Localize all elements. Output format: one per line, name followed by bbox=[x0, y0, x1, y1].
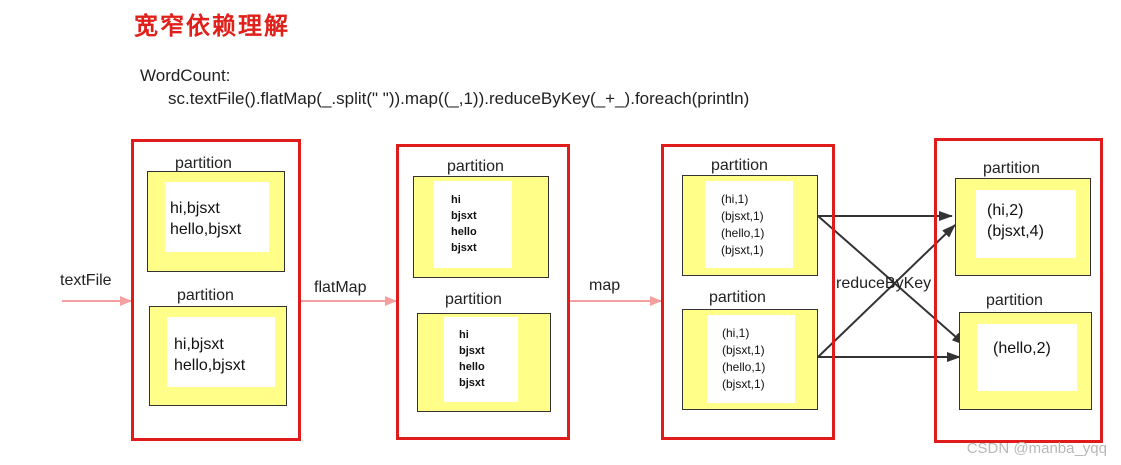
partition-lines: (hi,2) (bjsxt,4) bbox=[987, 202, 1044, 240]
watermark: CSDN @manba_yqq bbox=[966, 440, 1107, 457]
shuffle-arrow-3 bbox=[817, 224, 956, 358]
partition-lines: (hello,2) bbox=[993, 340, 1051, 357]
page-title: 宽窄依赖理解 bbox=[134, 12, 290, 40]
partition-content bbox=[165, 182, 269, 252]
partition-content bbox=[167, 317, 275, 387]
partition-label: partition bbox=[711, 157, 768, 174]
partition-lines: hi,bjsxt hello,bjsxt bbox=[170, 200, 242, 238]
partition-lines: hi bjsxt hello bjsxt bbox=[459, 329, 485, 389]
code-line: sc.textFile().flatMap(_.split(" ")).map(… bbox=[168, 89, 750, 108]
partition-content bbox=[977, 324, 1077, 391]
edge-label-reducebykey: reduceByKey bbox=[836, 275, 932, 292]
partition-label: partition bbox=[175, 155, 232, 172]
partition-content bbox=[434, 181, 512, 268]
partition-label: partition bbox=[983, 160, 1040, 177]
partition-lines: hi,bjsxt hello,bjsxt bbox=[174, 336, 246, 374]
partition-label: partition bbox=[986, 292, 1043, 309]
edge-label-flatmap: flatMap bbox=[314, 279, 367, 296]
partition-lines: (hi,1) (bjsxt,1) (hello,1) (bjsxt,1) bbox=[721, 192, 765, 257]
stage-flatmap bbox=[396, 144, 570, 440]
stage-map bbox=[661, 144, 835, 440]
edge-label-map: map bbox=[589, 277, 621, 294]
partition-content bbox=[707, 315, 795, 403]
code-label: WordCount: bbox=[140, 66, 231, 85]
partition-label: partition bbox=[445, 291, 502, 308]
stage-reducebykey bbox=[934, 138, 1103, 443]
partition-label: partition bbox=[177, 287, 234, 304]
partition-label: partition bbox=[447, 158, 504, 175]
partition-content bbox=[444, 317, 518, 402]
partition-label: partition bbox=[709, 289, 766, 306]
shuffle-arrow-2 bbox=[817, 215, 966, 346]
stage-textfile bbox=[131, 139, 301, 441]
edge-label-textfile: textFile bbox=[60, 272, 112, 289]
partition-content bbox=[976, 190, 1076, 258]
partition-lines: (hi,1) (bjsxt,1) (hello,1) (bjsxt,1) bbox=[722, 326, 766, 391]
partition-lines: hi bjsxt hello bjsxt bbox=[451, 194, 477, 254]
partition-content bbox=[705, 181, 793, 268]
